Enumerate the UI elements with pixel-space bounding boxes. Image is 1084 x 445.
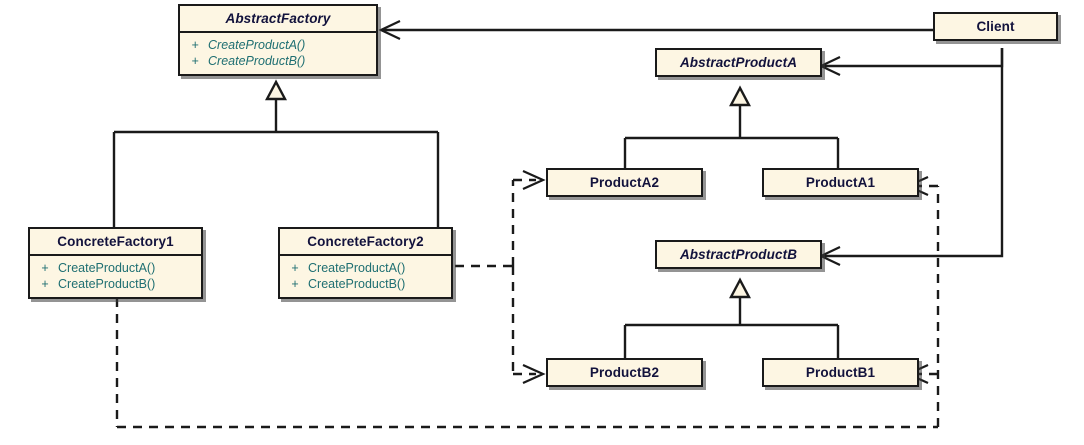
- class-box-productb1[interactable]: ProductB1: [762, 358, 919, 387]
- operation-signature: CreateProductB(): [58, 277, 156, 291]
- operation-signature: CreateProductA(): [58, 261, 156, 275]
- class-name-producta2: ProductA2: [589, 175, 660, 190]
- operation-row: + CreateProductA(): [282, 260, 449, 276]
- class-name-productb2: ProductB2: [589, 365, 660, 380]
- class-name-abstractproducta: AbstractProductA: [679, 55, 798, 70]
- class-name-abstractproductb: AbstractProductB: [679, 247, 798, 262]
- operation-visibility: +: [191, 54, 199, 68]
- operation-row: + CreateProductB(): [282, 276, 449, 292]
- operation-visibility: +: [291, 261, 299, 275]
- class-operations-concretefactory1: + CreateProductA() + CreateProductB(): [30, 256, 201, 297]
- class-compartment-divider: [280, 254, 451, 256]
- operation-row: + CreateProductA(): [182, 37, 374, 53]
- edge-association-client-abstractproducta: [818, 48, 1004, 76]
- operation-visibility: +: [41, 261, 49, 275]
- operation-signature: CreateProductB(): [308, 277, 406, 291]
- operation-visibility: +: [191, 38, 199, 52]
- operation-visibility: +: [291, 277, 299, 291]
- class-name-concretefactory2: ConcreteFactory2: [307, 234, 424, 249]
- operation-signature: CreateProductB(): [208, 54, 306, 68]
- operation-row: + CreateProductB(): [32, 276, 199, 292]
- edge-dependency-concretefactory1-products: [115, 184, 940, 429]
- class-box-client[interactable]: Client: [933, 12, 1058, 41]
- operation-signature: CreateProductA(): [308, 261, 406, 275]
- dependency-arrowheads-concretefactory2: [522, 169, 546, 385]
- class-box-producta1[interactable]: ProductA1: [762, 168, 919, 197]
- operation-row: + CreateProductA(): [32, 260, 199, 276]
- class-box-producta2[interactable]: ProductA2: [546, 168, 703, 197]
- edge-generalization-concretefactories-abstractfactory: [112, 79, 440, 227]
- class-operations-concretefactory2: + CreateProductA() + CreateProductB(): [280, 256, 451, 297]
- class-compartment-divider: [180, 31, 376, 33]
- edge-dependency-concretefactory2-products: [455, 178, 536, 376]
- class-box-abstractproductb[interactable]: AbstractProductB: [655, 240, 822, 269]
- class-box-abstractfactory[interactable]: AbstractFactory + CreateProductA() + Cre…: [178, 4, 378, 76]
- edge-generalization-producta-abstractproducta: [623, 85, 840, 168]
- dependency-arrowheads-concretefactory1: [905, 175, 929, 385]
- edge-generalization-productb-abstractproductb: [623, 277, 840, 358]
- edge-association-client-abstractfactory: [378, 20, 933, 40]
- class-box-concretefactory2[interactable]: ConcreteFactory2 + CreateProductA() + Cr…: [278, 227, 453, 299]
- class-name-abstractfactory: AbstractFactory: [225, 11, 331, 26]
- operation-visibility: +: [41, 277, 49, 291]
- class-box-productb2[interactable]: ProductB2: [546, 358, 703, 387]
- class-compartment-divider: [30, 254, 201, 256]
- operation-signature: CreateProductA(): [208, 38, 306, 52]
- class-name-producta1: ProductA1: [805, 175, 876, 190]
- operation-row: + CreateProductB(): [182, 53, 374, 69]
- class-box-concretefactory1[interactable]: ConcreteFactory1 + CreateProductA() + Cr…: [28, 227, 203, 299]
- class-operations-abstractfactory: + CreateProductA() + CreateProductB(): [180, 33, 376, 74]
- class-name-client: Client: [976, 19, 1015, 34]
- edge-association-client-abstractproductb: [818, 48, 1004, 266]
- class-name-productb1: ProductB1: [805, 365, 876, 380]
- class-box-abstractproducta[interactable]: AbstractProductA: [655, 48, 822, 77]
- class-name-concretefactory1: ConcreteFactory1: [57, 234, 174, 249]
